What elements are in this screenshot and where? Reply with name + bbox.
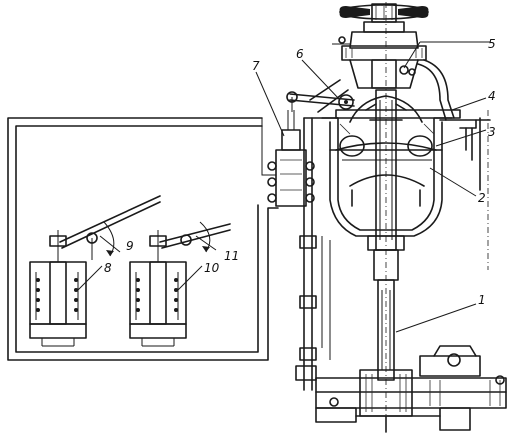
- label-3: 3: [488, 125, 496, 139]
- label-5: 5: [488, 37, 496, 51]
- central-shaft: [365, 2, 407, 432]
- label-11: 11: [224, 249, 239, 263]
- lever-11: [159, 221, 231, 253]
- link-rod-6: [286, 91, 355, 112]
- label-2: 2: [478, 191, 486, 205]
- label-8: 8: [104, 261, 112, 275]
- lever-9: [59, 195, 161, 260]
- label-7: 7: [252, 59, 260, 73]
- label-10: 10: [204, 261, 220, 275]
- label-4: 4: [488, 89, 496, 103]
- terminal-block-7: [267, 110, 315, 207]
- label-6: 6: [296, 47, 304, 61]
- part-labels: 5 4 3 2 6 7 9 11 8 10 1: [104, 37, 496, 307]
- switch-unit-8: [29, 230, 87, 347]
- handwheel: [339, 3, 429, 23]
- governor-body: [321, 95, 491, 270]
- label-1: 1: [478, 293, 486, 307]
- wiring-frame: [7, 117, 279, 361]
- gearbox: [315, 345, 507, 433]
- leader-lines: [77, 41, 490, 333]
- head-housing: [332, 21, 455, 121]
- switch-unit-10: [129, 230, 187, 347]
- label-9: 9: [126, 239, 134, 253]
- main-frame: [295, 79, 349, 391]
